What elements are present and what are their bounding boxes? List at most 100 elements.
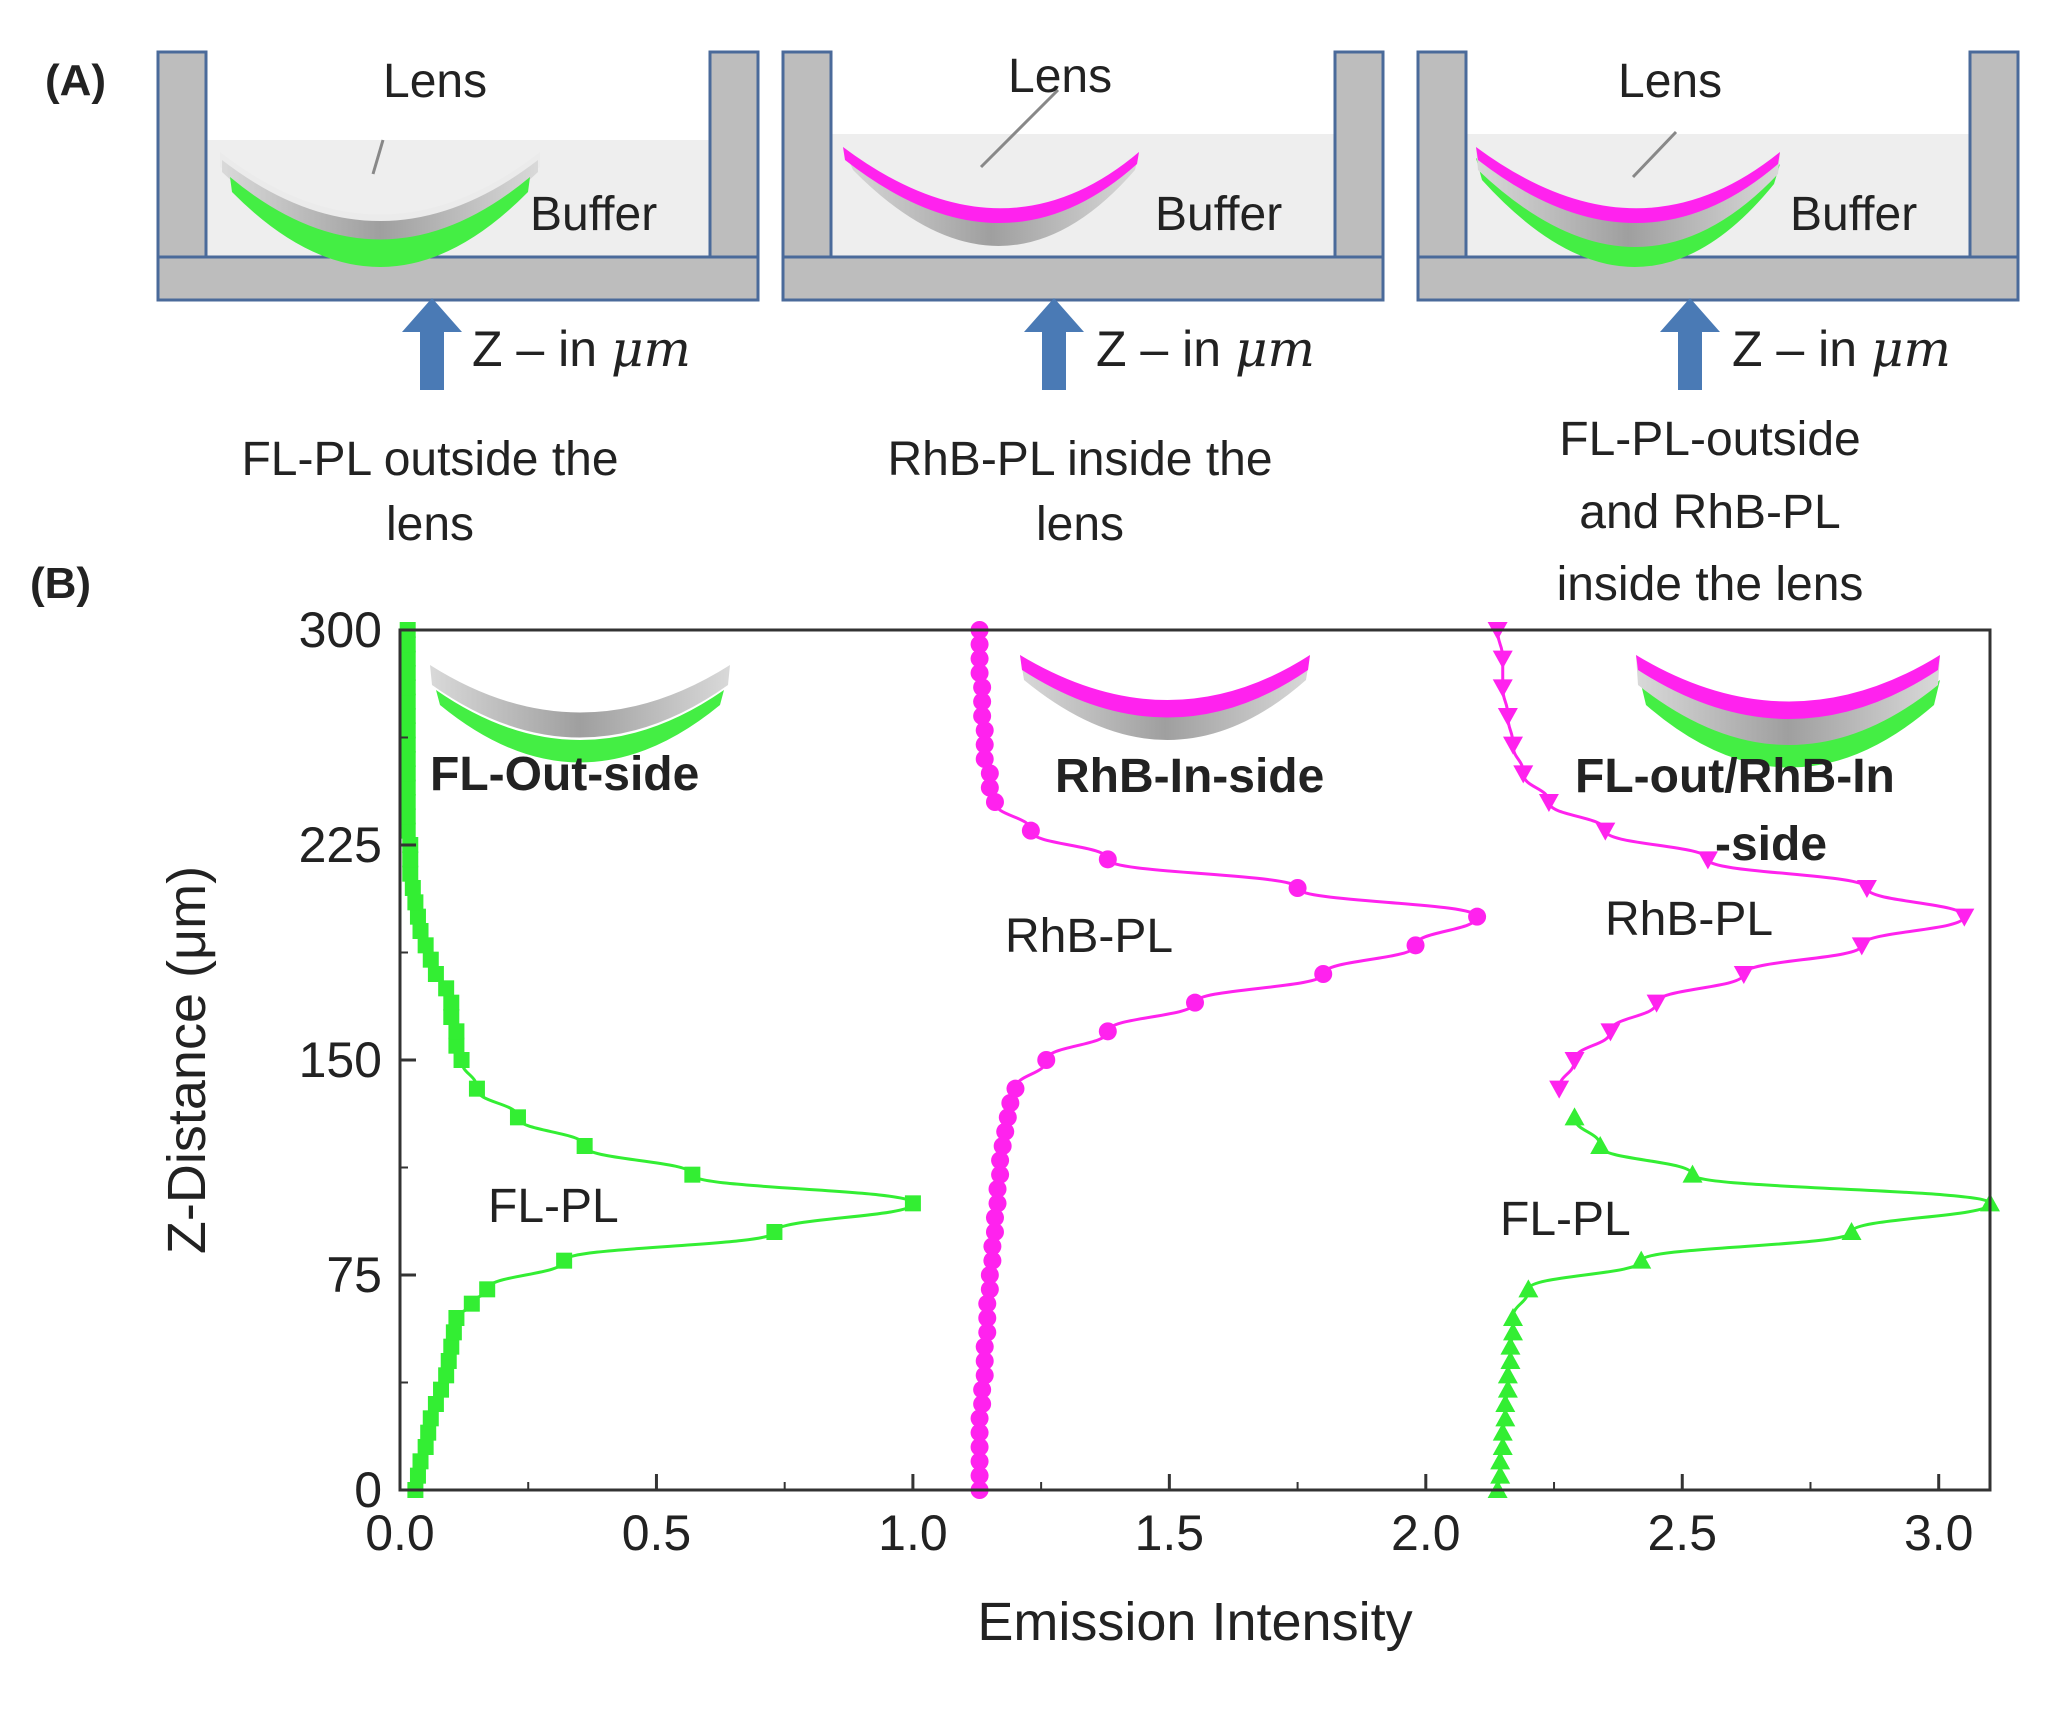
data-point-circle: [988, 1180, 1007, 1198]
data-point-circle: [983, 1251, 1002, 1270]
data-point-circle: [970, 635, 989, 654]
data-point-triangle-down: [1549, 1080, 1570, 1099]
data-point-triangle-down: [1497, 708, 1518, 726]
x-axis-title: Emission Intensity: [977, 1592, 1412, 1652]
x-tick-label: 1.5: [1135, 1505, 1205, 1561]
data-point-square: [766, 1224, 783, 1240]
data-point-circle: [973, 707, 992, 725]
data-point-circle: [970, 1452, 989, 1471]
data-point-triangle-down: [1503, 736, 1523, 755]
inset-label: FL-out/RhB-In: [1575, 750, 1895, 803]
y-tick-label: 225: [299, 817, 382, 873]
data-point-triangle-up: [1564, 1107, 1585, 1126]
data-point-square: [399, 636, 416, 653]
data-point-square: [433, 1381, 450, 1398]
data-point-triangle-down: [1856, 880, 1877, 898]
x-tick-label: 2.0: [1391, 1505, 1461, 1561]
data-point-triangle-down: [1733, 966, 1754, 984]
data-point-circle: [985, 1223, 1004, 1241]
data-point-triangle-up: [1631, 1250, 1652, 1269]
data-point-square: [438, 980, 455, 997]
data-point-square: [556, 1252, 573, 1269]
data-point-square: [422, 1410, 439, 1427]
data-point-square: [445, 1324, 462, 1341]
data-point-square: [407, 894, 424, 911]
data-point-square: [509, 1109, 526, 1126]
lens-glass: [1476, 147, 1780, 248]
lens-rhb-coating: [1476, 147, 1780, 224]
z-arrow-3: [1660, 298, 1720, 390]
x-tick-label: 2.5: [1648, 1505, 1718, 1561]
y-tick-label: 0: [354, 1462, 382, 1518]
data-point-circle: [1468, 907, 1487, 926]
data-point-circle: [975, 1337, 994, 1356]
data-point-circle: [985, 793, 1004, 811]
data-point-triangle-down: [1851, 937, 1872, 956]
data-point-square: [399, 765, 416, 782]
data-point-circle: [973, 678, 992, 697]
data-point-circle: [978, 1294, 997, 1313]
curve-label: RhB-PL: [1005, 910, 1173, 963]
data-point-square: [422, 951, 439, 968]
data-point-triangle-up: [1497, 1379, 1518, 1398]
data-point-triangle-up: [1490, 1451, 1511, 1470]
data-point-square: [479, 1281, 496, 1298]
data-point-circle: [975, 1366, 994, 1385]
data-point-circle: [970, 1466, 989, 1485]
data-point-circle: [991, 1165, 1010, 1184]
z-arrow-2: [1024, 298, 1084, 390]
data-point-square: [684, 1166, 701, 1183]
lens-label: Lens: [1618, 55, 1722, 108]
caption-line: FL-PL-outside: [1559, 413, 1860, 466]
x-tick-label: 0.0: [365, 1505, 435, 1561]
z-arrow-1: [402, 298, 462, 390]
lens-pointer: [1631, 130, 1678, 179]
data-point-circle: [993, 1137, 1012, 1155]
x-tick-label: 3.0: [1904, 1505, 1974, 1561]
data-point-square: [399, 808, 416, 825]
data-point-square: [448, 1310, 465, 1326]
lens-fl-coating: [230, 177, 530, 267]
caption-line: inside the lens: [1557, 558, 1864, 611]
panel-b-label: (B): [30, 559, 91, 608]
z-axis-label-text: Z – in: [472, 321, 611, 377]
buffer-label: Buffer: [1155, 188, 1282, 241]
data-point-circle: [983, 1237, 1002, 1256]
data-point-triangle-up: [1500, 1336, 1521, 1355]
x-tick-label: 0.5: [622, 1505, 692, 1561]
data-point-circle: [998, 1108, 1017, 1127]
data-point-circle: [991, 1151, 1010, 1170]
z-axis-label-text: Z – in: [1732, 321, 1871, 377]
data-point-triangle-up: [1495, 1408, 1516, 1427]
data-point-square: [404, 880, 421, 896]
curve-label: FL-PL: [1500, 1193, 1631, 1246]
data-point-circle: [970, 1409, 989, 1428]
data-point-square: [576, 1138, 593, 1154]
inset-lens-both: [1636, 655, 1940, 768]
data-point-circle: [970, 1423, 989, 1442]
caption-line: RhB-PL inside the: [887, 433, 1272, 486]
data-point-square: [443, 1338, 460, 1355]
data-point-triangle-down: [1697, 851, 1718, 870]
data-point-circle: [985, 1208, 1004, 1227]
data-point-square: [448, 1037, 465, 1054]
data-point-triangle-up: [1503, 1322, 1523, 1341]
data-point-square: [440, 1353, 457, 1369]
z-axis-label: Z – in μm: [1732, 320, 1951, 378]
y-axis-title: Z-Distance (μm): [157, 866, 217, 1254]
lens-glass: [843, 147, 1139, 246]
inset-lenses: [430, 655, 1940, 768]
data-point-triangle-down: [1564, 1052, 1585, 1070]
data-point-circle: [1037, 1051, 1056, 1069]
data-point-triangle-up: [1492, 1422, 1513, 1441]
data-point-triangle-up: [1490, 1465, 1511, 1484]
caption-line: and RhB-PL: [1579, 486, 1841, 539]
data-point-circle: [970, 664, 989, 682]
data-point-circle: [975, 1352, 994, 1370]
data-point-square: [399, 650, 416, 667]
data-point-square: [468, 1080, 485, 1097]
data-point-circle: [1098, 1022, 1117, 1041]
data-point-triangle-up: [1500, 1351, 1521, 1369]
